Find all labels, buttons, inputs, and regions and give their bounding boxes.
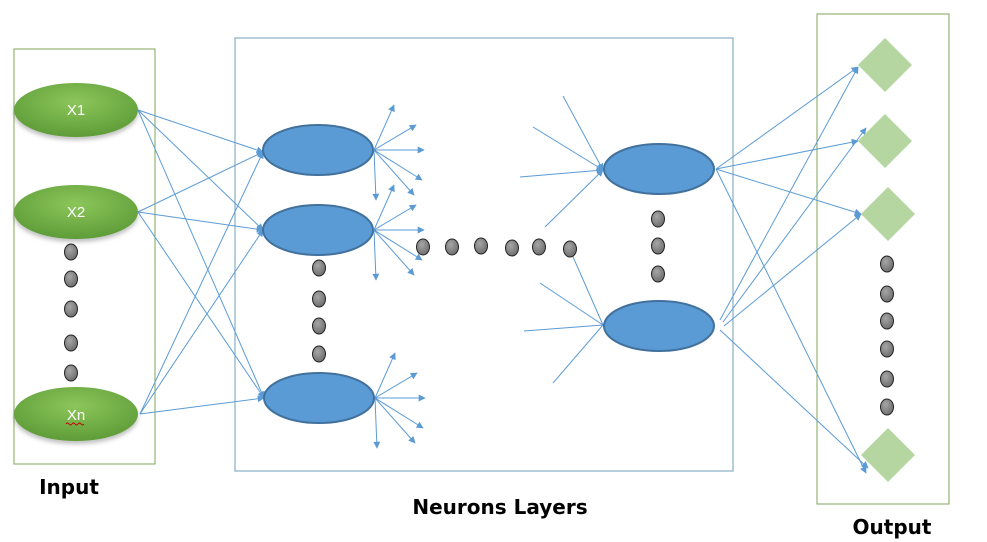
input-to-neuron-edge (137, 109, 265, 399)
fanout-arrow (374, 372, 418, 399)
fanout-arrow (372, 229, 380, 281)
input-to-neuron-edge (137, 211, 264, 233)
output-ellipsis (880, 255, 894, 416)
input-to-neuron-edge (139, 151, 264, 415)
input-to-neuron-edge (139, 229, 264, 415)
input-node-x2: X2 (14, 185, 138, 239)
fanout-arrow (373, 149, 423, 181)
neuron-to-output-edge (715, 168, 867, 474)
input-node-label: X1 (67, 102, 85, 119)
output-section-label: Output (853, 515, 932, 539)
output-node-n (861, 428, 915, 482)
spellcheck-underline (65, 422, 85, 426)
neuron-to-output-edge (715, 168, 862, 216)
neuron-first-layer-1 (262, 124, 374, 176)
output-box (816, 13, 950, 505)
fanout-arrow (374, 397, 424, 429)
fanout-arrow (373, 184, 395, 231)
fanin-edge (552, 324, 604, 384)
fanin-edge (523, 324, 604, 332)
fanout-arrow (373, 229, 415, 276)
neuron-to-output-edge (719, 329, 869, 469)
input-to-neuron-edge (137, 151, 264, 213)
output-node-3 (861, 187, 915, 241)
fanout-arrow (373, 229, 423, 261)
input-node-label: X2 (67, 204, 85, 221)
output-node-1 (858, 38, 912, 92)
input-box (13, 48, 156, 465)
neuron-first-layer-2 (262, 204, 374, 256)
layers-ellipsis (416, 237, 577, 258)
input-to-neuron-edge (137, 109, 264, 154)
input-to-neuron-edge (137, 109, 264, 231)
neuron-to-output-edge (715, 66, 859, 170)
neuron-first-layer-n (263, 372, 375, 424)
fanout-arrow (373, 104, 395, 151)
fanin-edge (539, 282, 604, 326)
input-ellipsis (64, 243, 78, 382)
input-node-x1: X1 (14, 83, 138, 137)
input-section-label: Input (39, 475, 99, 499)
fanin-edges (519, 95, 604, 384)
fanout-arrow (374, 397, 416, 444)
fanout-arrow (373, 124, 417, 151)
fanout-edges (372, 104, 426, 449)
neuron-to-output-edge (723, 213, 862, 327)
hidden-layers-box (234, 37, 734, 472)
input-to-neuron-edge (139, 395, 265, 415)
input-node-xn: Xn (14, 387, 138, 441)
output-node-2 (858, 114, 912, 168)
neuron-to-output-edge (722, 127, 867, 323)
connections (137, 66, 869, 474)
fanin-edge (544, 169, 604, 228)
neuron-to-output-edge (719, 66, 859, 321)
fanin-edge (532, 126, 604, 171)
fanout-arrow (374, 352, 396, 399)
hidden-section-label: Neurons Layers (412, 495, 587, 519)
first-layer-ellipsis (312, 259, 326, 363)
fanin-edge (569, 249, 604, 326)
fanout-arrow (373, 397, 381, 449)
input-node-label: Xn (67, 407, 85, 424)
neuron-to-output-edge (715, 138, 859, 170)
fanout-arrow (372, 149, 380, 201)
fanin-edge (562, 95, 604, 171)
fanin-edge (519, 167, 604, 178)
fanout-arrow (373, 204, 417, 231)
last-layer-ellipsis (651, 210, 665, 283)
input-to-neuron-edge (137, 211, 265, 399)
neuron-last-layer-n (603, 300, 715, 352)
neuron-last-layer-1 (603, 143, 715, 195)
fanout-arrow (373, 149, 415, 196)
